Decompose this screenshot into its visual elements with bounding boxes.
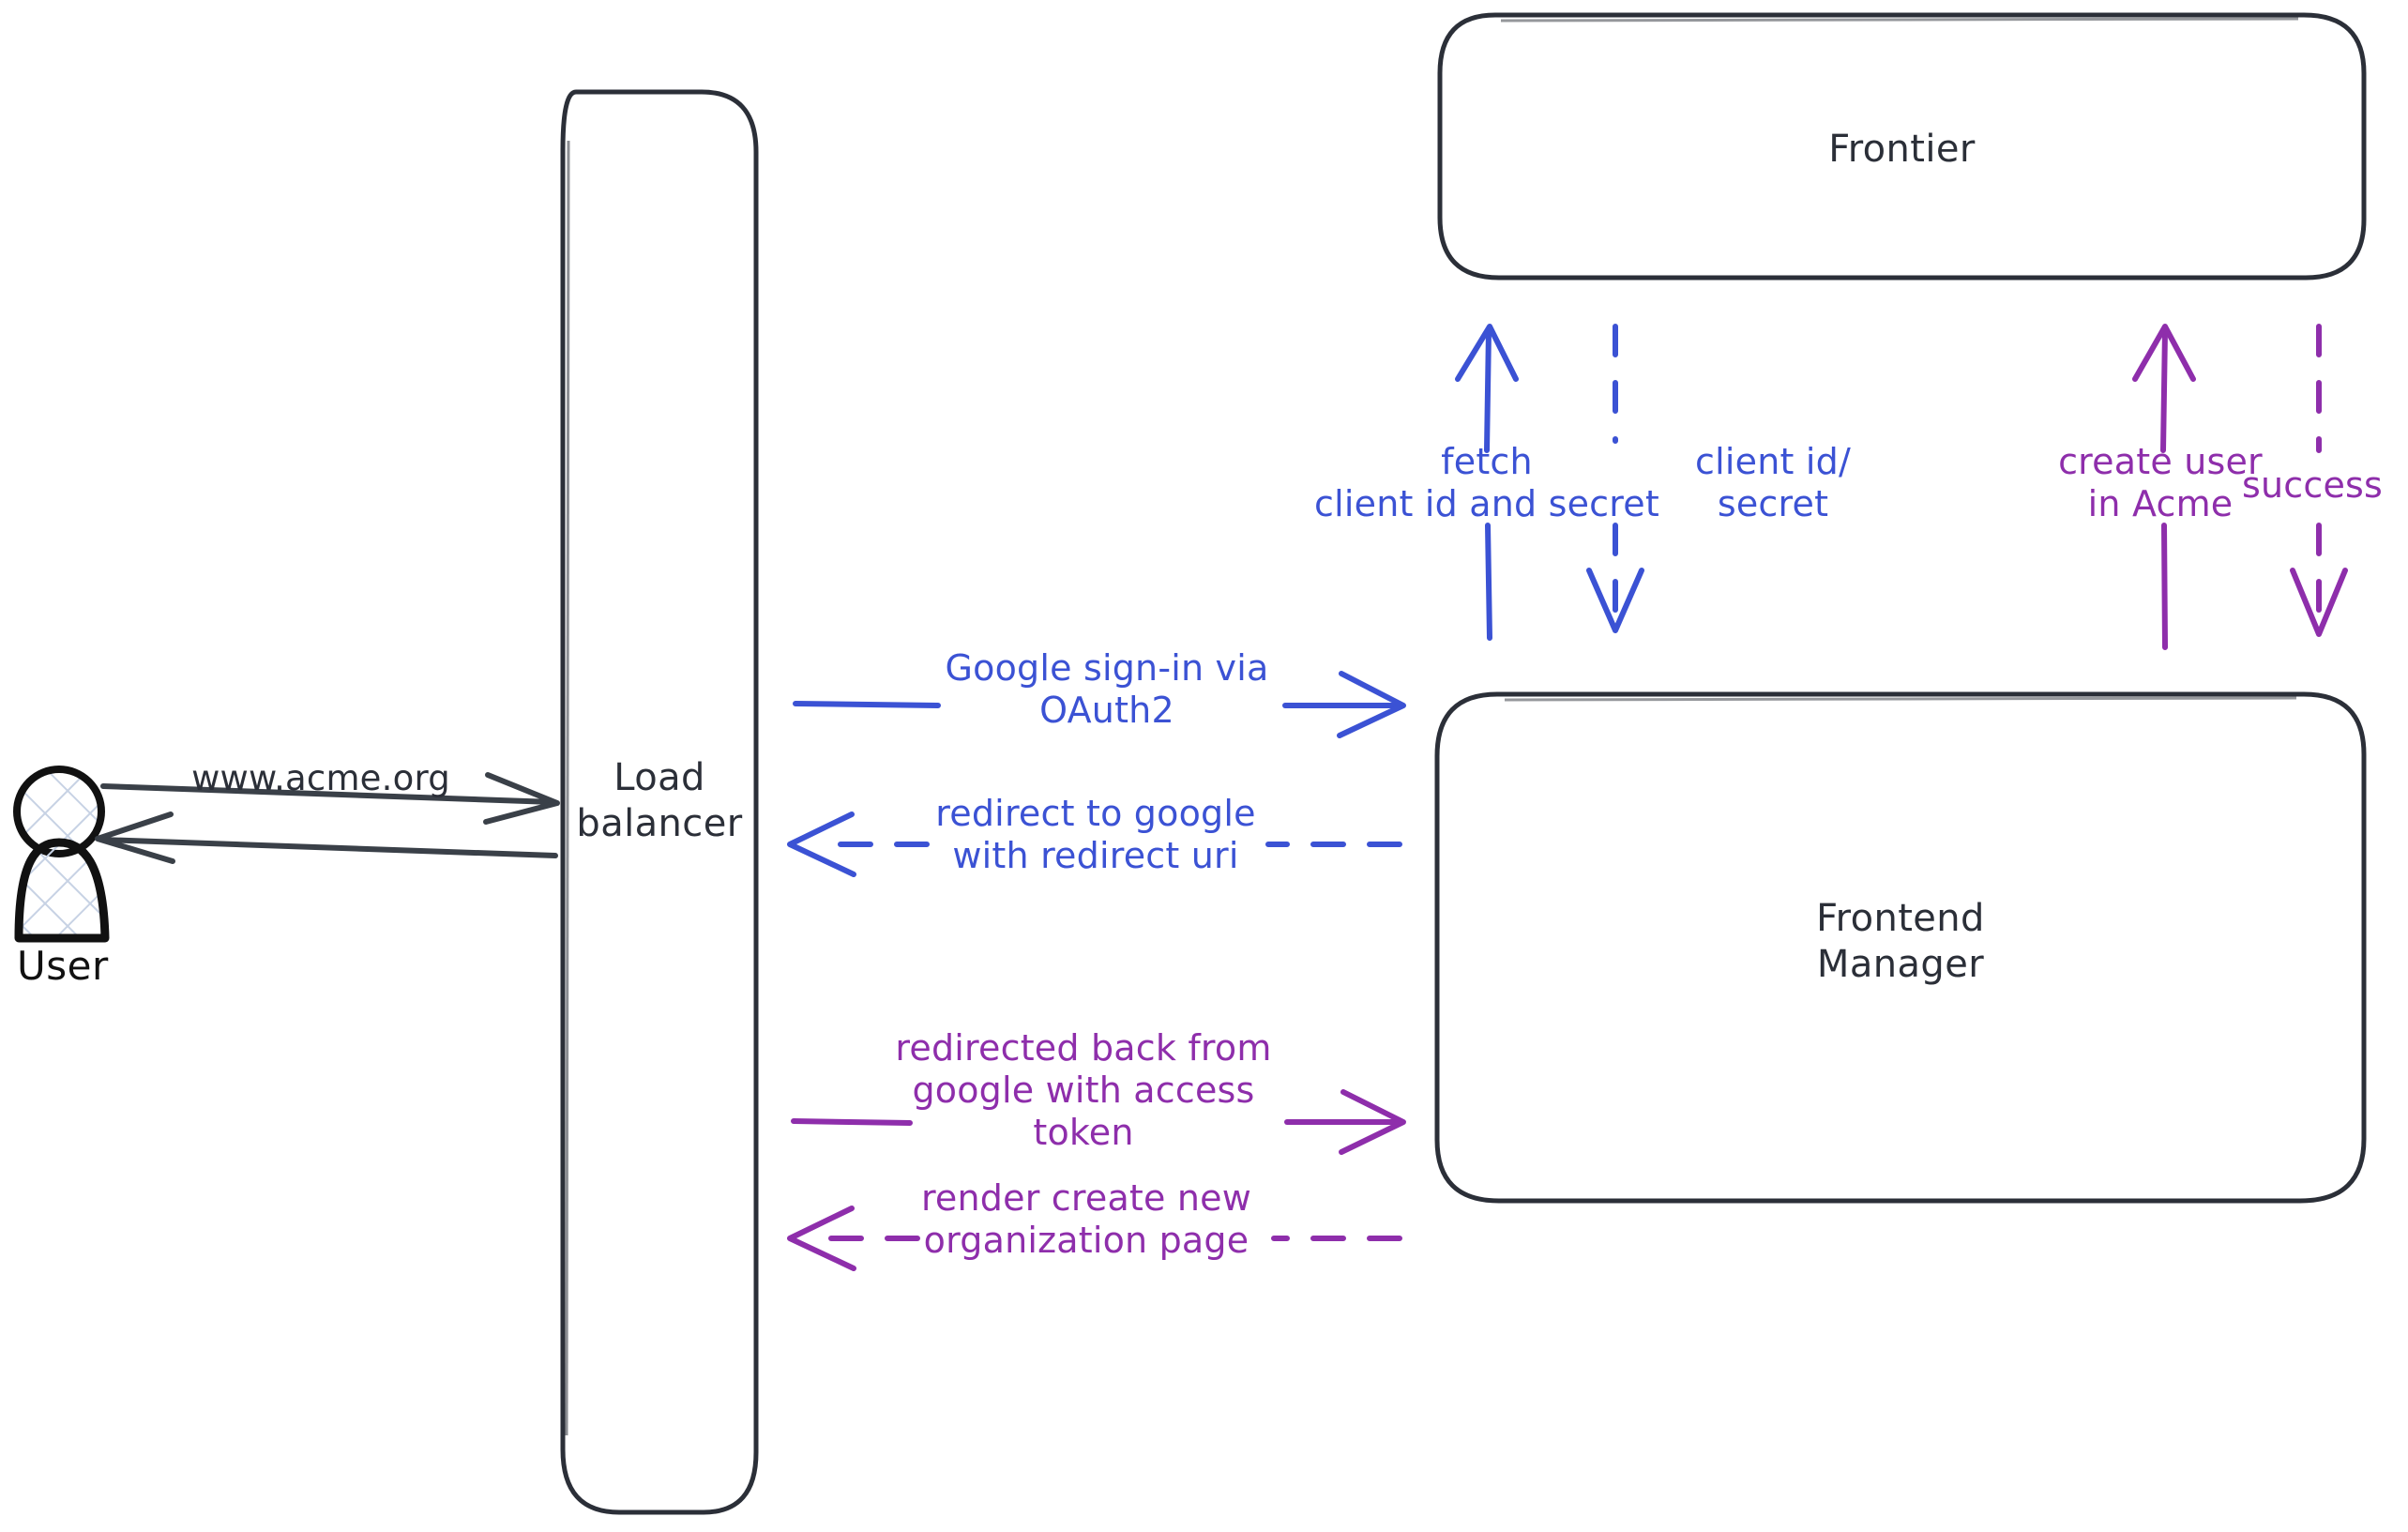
- edge-client-id-secret: [1586, 324, 1644, 633]
- edge-label-redirected-back-token: redirected back from google with access …: [895, 1027, 1272, 1153]
- edge-label-redirect-to-google: redirect to google with redirect uri: [935, 793, 1256, 876]
- edge-create-user-in-acme: [2132, 324, 2196, 650]
- edge-label-fetch-client-id-secret: fetch client id and secret: [1314, 441, 1659, 524]
- node-load-balancer[interactable]: [560, 89, 759, 1515]
- node-frontend-manager[interactable]: [1434, 691, 2367, 1204]
- load-balancer-shape: [560, 89, 759, 1515]
- edge-google-signin-oauth2: [793, 671, 1406, 738]
- edge-label-render-create-new-org: render create new organization page: [920, 1177, 1252, 1261]
- edge-label-client-id-secret: client id/ secret: [1695, 441, 1851, 524]
- frontend-manager-shape: [1434, 691, 2367, 1204]
- edge-render-create-new-organization-page: [787, 1206, 1402, 1271]
- node-frontier[interactable]: [1437, 12, 2367, 281]
- edge-redirect-to-google: [787, 812, 1402, 877]
- edge-label-success: success: [2242, 464, 2384, 506]
- edge-fetch-client-id-and-secret: [1455, 324, 1519, 641]
- edge-lb-to-user: [95, 812, 558, 864]
- edge-user-to-lb: [100, 772, 560, 825]
- edge-label-user-to-lb: www.acme.org: [191, 758, 450, 798]
- actor-user[interactable]: [13, 766, 110, 943]
- edge-label-create-user-in-acme: create user in Acme: [2058, 441, 2263, 524]
- actor-user-label: User: [17, 943, 109, 989]
- edge-label-google-signin: Google sign-in via OAuth2: [945, 647, 1269, 731]
- frontier-shape: [1437, 12, 2367, 281]
- user-body-icon: [14, 838, 110, 943]
- edge-redirected-back-with-access-token: [791, 1089, 1406, 1155]
- edge-success: [2290, 324, 2348, 637]
